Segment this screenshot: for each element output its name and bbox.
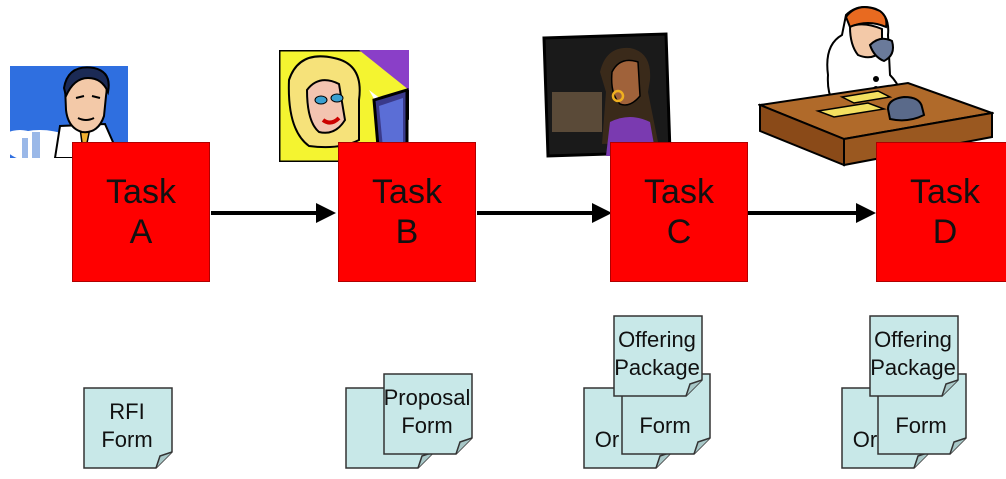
task-d-line2: D	[932, 213, 958, 251]
rfi-form-document: RFI Form	[82, 386, 178, 472]
task-a-line2: A	[129, 213, 153, 251]
task-c-box: Task C	[610, 142, 748, 282]
task-d-back-line2: Or	[852, 427, 878, 452]
task-d-line1: Task	[910, 173, 980, 211]
woman-at-desk-clipart	[540, 32, 672, 158]
task-c-mid-line2: Form	[639, 413, 691, 438]
task-b-box: Task B	[338, 142, 476, 282]
arrow-a-to-b	[211, 203, 336, 223]
document-shape	[869, 315, 959, 397]
task-b-line2: B	[395, 213, 419, 251]
document-shape	[83, 387, 173, 469]
rfi-form-line2: Form	[101, 427, 153, 452]
proposal-form-line2: Form	[401, 413, 453, 438]
task-c-line2: C	[666, 213, 692, 251]
arrow-b-to-c	[477, 203, 612, 223]
task-d-mid-line2: Form	[895, 413, 947, 438]
task-c-line1: Task	[644, 173, 714, 211]
offering-package-c-line1: Offering	[618, 327, 696, 352]
rfi-form-line1: RFI	[109, 399, 145, 424]
task-c-back-line2: Or	[594, 427, 620, 452]
proposal-form-line1: Proposal	[383, 385, 471, 410]
offering-package-c-line2: Package	[614, 355, 700, 380]
task-a-line1: Task	[106, 173, 176, 211]
document-shape	[613, 315, 703, 397]
businessman-clipart	[2, 66, 128, 162]
task-d-box: Task D	[876, 142, 1006, 282]
task-b-line1: Task	[372, 173, 442, 211]
task-a-box: Task A	[72, 142, 210, 282]
document-shape	[383, 373, 473, 455]
arrow-c-to-d	[748, 203, 876, 223]
offering-package-d-line1: Offering	[874, 327, 952, 352]
offering-package-d-line2: Package	[870, 355, 956, 380]
